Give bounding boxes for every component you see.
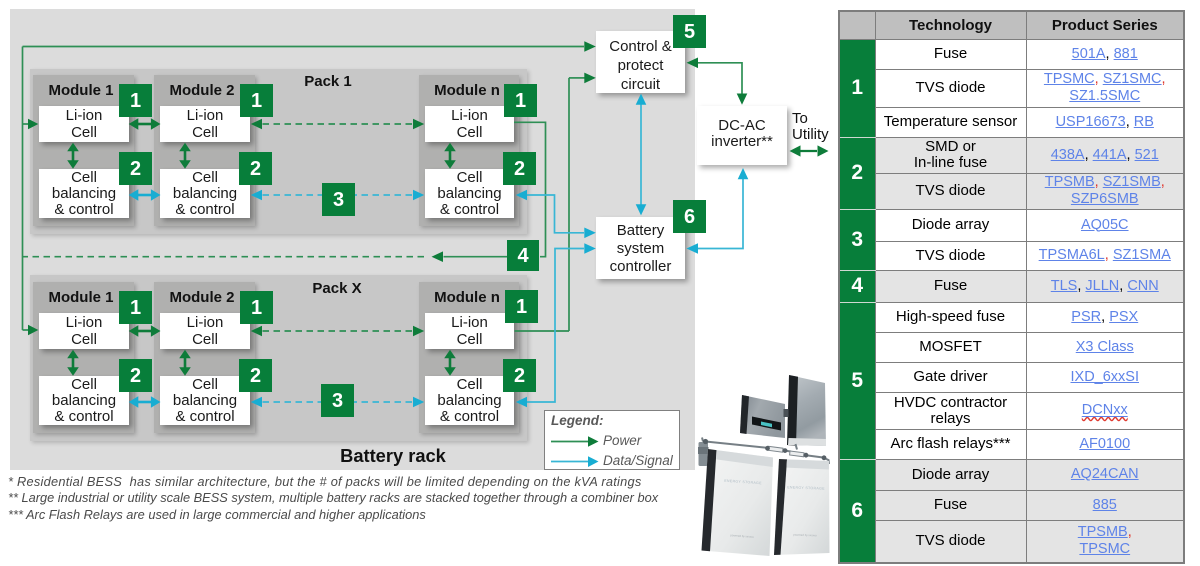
svg-text:ENERGY STORAGE: ENERGY STORAGE <box>787 485 825 490</box>
svg-text:powered by xxxxxx: powered by xxxxxx <box>730 533 754 539</box>
svg-text:powered by xxxxxx: powered by xxxxxx <box>793 533 817 538</box>
svg-text:ENERGY STORAGE: ENERGY STORAGE <box>724 479 762 486</box>
